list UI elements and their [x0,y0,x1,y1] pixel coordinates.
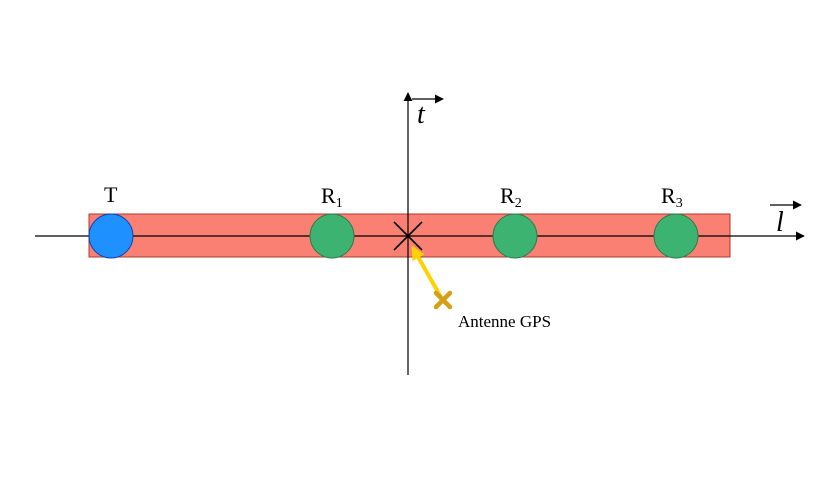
transmitter-circle [88,213,134,259]
receiver-1-circle [309,213,355,259]
receiver-2-circle [492,213,538,259]
receiver-1-label: R1 [321,183,343,211]
gps-cross-icon [433,290,453,310]
receiver-3-circle [653,213,699,259]
receiver-3-label: R3 [661,183,683,211]
gps-antenna-label: Antenne GPS [458,312,551,331]
horizontal-axis-label: l [776,207,784,238]
receiver-2-label: R2 [500,183,522,211]
transmitter-label: T [104,182,118,207]
cross-icon [393,221,423,251]
vertical-axis-label: t [417,99,426,130]
gps-arrow [411,245,444,300]
